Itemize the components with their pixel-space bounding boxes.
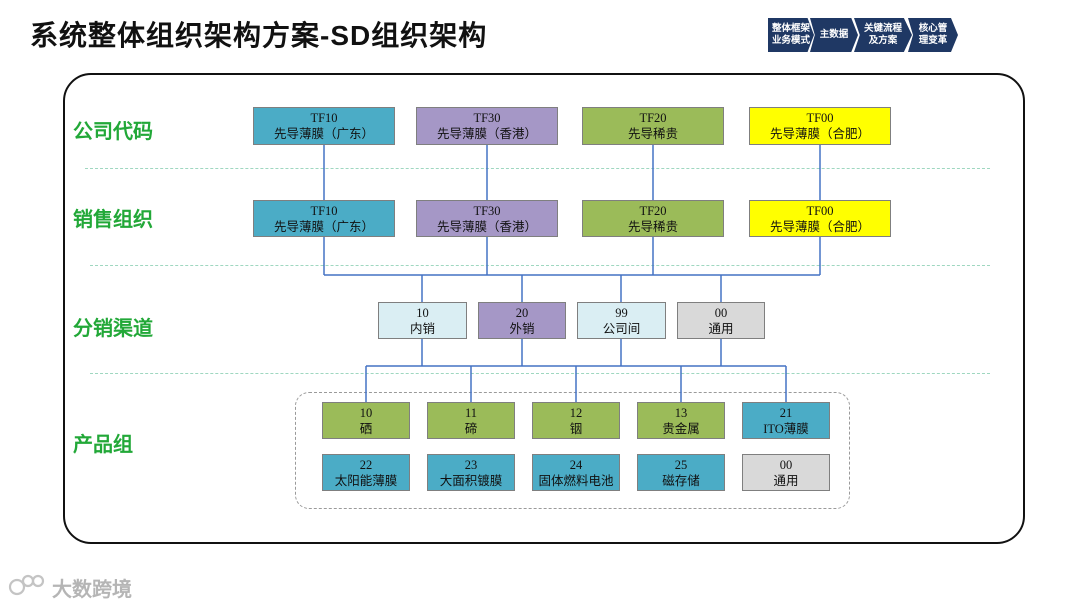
node-name: 大面积镀膜 [439, 473, 503, 488]
nav-chevron-label: 核心管 理变革 [918, 23, 948, 46]
node-name: 贵金属 [662, 421, 700, 436]
node-code: 24 [569, 457, 583, 472]
node-name: 先导稀贵 [627, 127, 678, 141]
node-code: 21 [779, 405, 793, 420]
channel-node-00: 00 通用 [677, 302, 765, 339]
channel-node-20: 20 外销 [478, 302, 566, 339]
diagram-frame [63, 73, 1025, 544]
node-code: TF30 [473, 203, 501, 218]
sales-org-node-tf30: TF30 先导薄膜（香港） [416, 200, 558, 237]
division-node-24: 24 固体燃料电池 [532, 454, 620, 491]
company-node-tf30: TF30 先导薄膜（香港） [416, 107, 558, 145]
node-name: 先导薄膜（香港） [436, 219, 537, 234]
division-node-12: 12 铟 [532, 402, 620, 439]
node-code: 23 [464, 457, 478, 472]
nav-chevron-master-data[interactable]: 主数据 [810, 18, 858, 52]
node-name: 先导薄膜（香港） [436, 127, 537, 141]
company-node-tf00: TF00 先导薄膜（合肥） [749, 107, 891, 145]
node-code: 00 [714, 305, 728, 320]
watermark-text: 大数跨境 [52, 579, 132, 601]
sales-org-node-tf00: TF00 先导薄膜（合肥） [749, 200, 891, 237]
row-label-division: 产品组 [73, 434, 133, 456]
node-code: 00 [779, 457, 793, 472]
process-nav: 整体框架 业务模式 主数据 关键流程 及方案 核心管 理变革 [768, 18, 958, 52]
node-code: 12 [569, 405, 583, 420]
node-name: 内销 [409, 321, 435, 336]
nav-chevron-label: 主数据 [819, 29, 849, 40]
nav-chevron-label: 整体框架 业务模式 [771, 23, 810, 46]
node-name: 固体燃料电池 [538, 473, 614, 488]
division-node-00: 00 通用 [742, 454, 830, 491]
row-divider [90, 373, 990, 374]
sales-org-node-tf10: TF10 先导薄膜（广东） [253, 200, 395, 237]
division-node-23: 23 大面积镀膜 [427, 454, 515, 491]
row-divider [85, 168, 990, 169]
company-node-tf20: TF20 先导稀贵 [582, 107, 724, 145]
row-label-channel: 分销渠道 [73, 318, 153, 340]
node-code: TF10 [310, 111, 338, 125]
node-code: 25 [674, 457, 688, 472]
node-name: 通用 [773, 473, 799, 488]
node-name: 太阳能薄膜 [334, 473, 398, 488]
node-code: TF20 [639, 111, 667, 125]
division-group-box [295, 392, 850, 509]
row-divider [90, 265, 990, 266]
node-code: 10 [359, 405, 373, 420]
node-code: TF10 [310, 203, 338, 218]
node-code: 11 [464, 405, 478, 420]
node-name: 外销 [509, 321, 535, 336]
node-code: 20 [515, 305, 529, 320]
division-node-13: 13 贵金属 [637, 402, 725, 439]
sales-org-node-tf20: TF20 先导稀贵 [582, 200, 724, 237]
row-label-sales-org: 销售组织 [73, 209, 153, 231]
node-name: 铟 [569, 421, 583, 436]
node-name: 先导稀贵 [627, 219, 678, 234]
node-code: 99 [615, 305, 628, 320]
page-title: 系统整体组织架构方案-SD组织架构 [30, 20, 488, 51]
node-code: TF30 [473, 111, 501, 125]
division-node-10: 10 硒 [322, 402, 410, 439]
node-name: 通用 [708, 321, 734, 336]
node-name: 先导薄膜（广东） [273, 127, 374, 141]
node-name: 先导薄膜（合肥） [769, 219, 870, 234]
nav-chevron-core-change[interactable]: 核心管 理变革 [908, 18, 958, 52]
node-name: 硒 [359, 421, 373, 436]
node-name: 先导薄膜（合肥） [769, 127, 870, 141]
node-code: 10 [416, 305, 429, 320]
channel-node-10: 10 内销 [378, 302, 467, 339]
node-name: 碲 [464, 421, 478, 436]
division-node-22: 22 太阳能薄膜 [322, 454, 410, 491]
node-code: 13 [674, 405, 688, 420]
nav-chevron-label: 关键流程 及方案 [863, 23, 902, 46]
nav-chevron-framework[interactable]: 整体框架 业务模式 [768, 18, 814, 52]
division-node-11: 11 碲 [427, 402, 515, 439]
node-code: 22 [359, 457, 373, 472]
node-name: 公司间 [602, 321, 641, 336]
node-name: 先导薄膜（广东） [273, 219, 374, 234]
row-label-company: 公司代码 [73, 121, 153, 143]
division-node-21: 21 ITO薄膜 [742, 402, 830, 439]
channel-node-99: 99 公司间 [577, 302, 666, 339]
node-code: TF20 [639, 203, 667, 218]
node-name: ITO薄膜 [763, 421, 809, 436]
division-node-25: 25 磁存储 [637, 454, 725, 491]
node-code: TF00 [806, 203, 834, 218]
nav-chevron-key-process[interactable]: 关键流程 及方案 [854, 18, 912, 52]
watermark-logo-icon [8, 574, 45, 596]
node-code: TF00 [806, 111, 834, 125]
company-node-tf10: TF10 先导薄膜（广东） [253, 107, 395, 145]
node-name: 磁存储 [662, 473, 700, 488]
